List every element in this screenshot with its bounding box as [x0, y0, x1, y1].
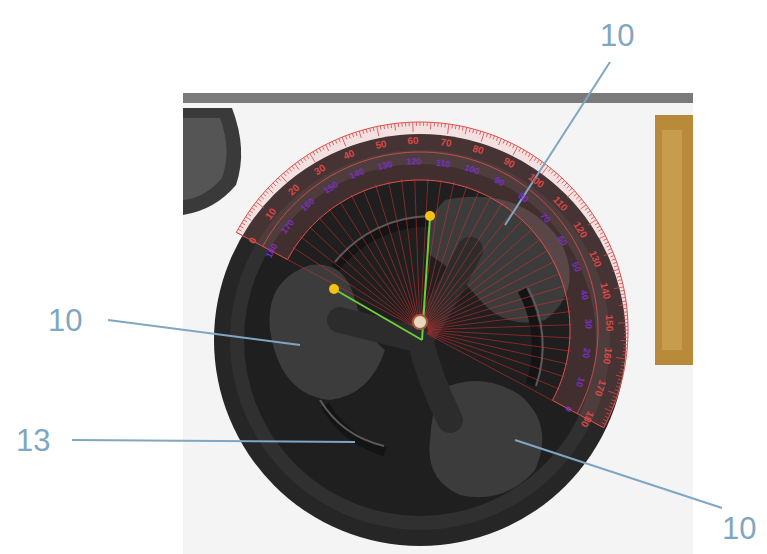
adjacent-part-face [183, 118, 227, 200]
hub-arms [340, 250, 470, 420]
gold-strip-shine [662, 130, 682, 350]
leader-lines [72, 62, 722, 508]
callout-number: 10 [600, 20, 634, 51]
protractor-inner-arc [263, 152, 598, 414]
leader-line [108, 320, 300, 345]
protractor-scale-number: 140 [598, 282, 611, 300]
protractor [236, 122, 628, 428]
protractor-scale-number: 110 [436, 158, 452, 169]
vane-edge [320, 400, 384, 446]
leader-line [505, 62, 610, 225]
protractor-scale-number: 60 [408, 136, 419, 146]
protractor-rays [286, 178, 572, 401]
protractor-scale-number: 150 [604, 315, 615, 332]
photo-ground [183, 103, 693, 554]
angle-line [334, 289, 422, 340]
vane-edge [528, 288, 543, 386]
callout-number: 10 [48, 305, 82, 336]
protractor-scale-number: 120 [406, 157, 421, 167]
protractor-scale-number: 40 [579, 289, 590, 301]
leader-line [72, 440, 355, 442]
protractor-band [236, 122, 628, 428]
protractor-ticks [236, 122, 628, 428]
protractor-scale-number: 20 [581, 348, 591, 359]
protractor-scale-number: 160 [601, 347, 613, 365]
callout-number: 13 [16, 425, 50, 456]
vane [335, 222, 430, 268]
pivot [413, 315, 427, 329]
leader-line [515, 440, 722, 508]
protractor-scale-number: 70 [440, 137, 452, 148]
vane-edge [335, 216, 430, 262]
callout-number: 10 [722, 513, 756, 544]
adjacent-part [183, 108, 241, 215]
angle-marker [425, 211, 435, 221]
gold-strip [655, 115, 693, 365]
vane [325, 405, 385, 452]
top-bar [183, 93, 693, 103]
vane [522, 290, 536, 385]
protractor-scale-number: 30 [583, 319, 592, 329]
angle-marker [329, 284, 339, 294]
